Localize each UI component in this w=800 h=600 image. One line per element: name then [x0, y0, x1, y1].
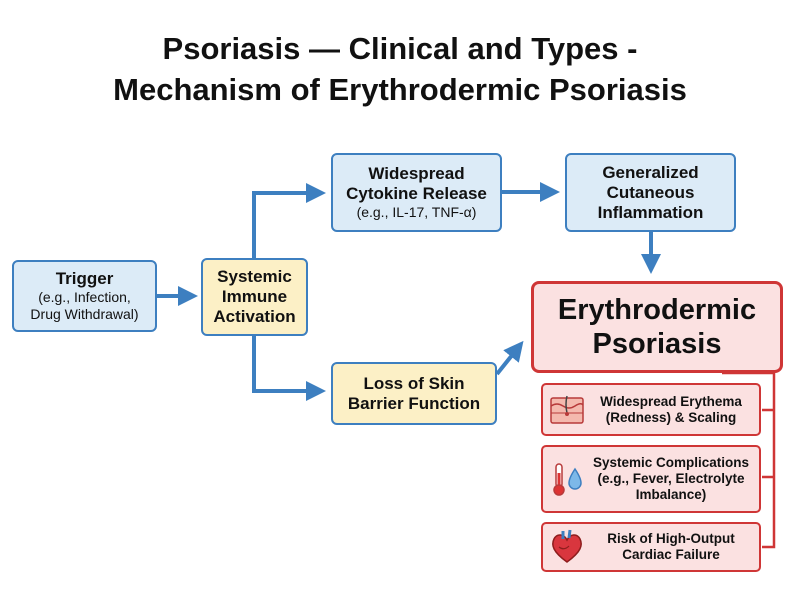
node-trigger-sub-1: (e.g., Infection, [38, 289, 131, 305]
node-skin-barrier: Loss of Skin Barrier Function [331, 362, 497, 425]
node-immune-activation: Systemic Immune Activation [201, 258, 308, 336]
node-immune-line-2: Immune [221, 287, 288, 306]
node-cytokine-sub: (e.g., IL-17, TNF-α) [356, 204, 477, 220]
effect-cardiac-failure: Risk of High-Output Cardiac Failure [541, 522, 761, 572]
node-trigger-label: Trigger [55, 269, 114, 288]
node-inflammation-line-2: Cutaneous [606, 182, 695, 202]
node-trigger-sub-2: Drug Withdrawal) [30, 306, 139, 322]
node-inflammation-line-1: Generalized [602, 162, 699, 182]
node-trigger: Trigger (e.g., Infection, Drug Withdrawa… [12, 260, 157, 332]
title-line-1: Psoriasis — Clinical and Types - [162, 31, 638, 66]
effect-1-line-1: Widespread Erythema [600, 393, 742, 409]
node-barrier-line-2: Barrier Function [347, 393, 481, 413]
arrow-immune-to-barrier [252, 336, 326, 401]
node-cytokine-release: Widespread Cytokine Release (e.g., IL-17… [331, 153, 502, 232]
node-immune-line-1: Systemic [217, 267, 292, 286]
effect-erythema-scaling: Widespread Erythema (Redness) & Scaling [541, 383, 761, 436]
node-cytokine-line-1: Widespread [368, 164, 465, 183]
node-inflammation-line-3: Inflammation [597, 202, 704, 222]
bracket-effects [722, 371, 776, 549]
skin-layers-icon [550, 395, 584, 424]
thermometer-droplet-icon [553, 463, 582, 496]
arrow-barrier-to-result [495, 340, 524, 376]
effect-3-line-2: Cardiac Failure [622, 547, 720, 562]
title-line-2: Mechanism of Erythrodermic Psoriasis [113, 72, 687, 107]
effect-2-line-3: Imbalance) [635, 487, 707, 502]
arrow-immune-to-cytokine [252, 183, 326, 258]
page-title: Psoriasis — Clinical and Types - Mechani… [0, 28, 800, 110]
effect-2-line-2: (e.g., Fever, Electrolyte [597, 471, 745, 486]
node-immune-line-3: Activation [213, 307, 296, 326]
effect-systemic-complications: Systemic Complications (e.g., Fever, Ele… [541, 445, 761, 513]
result-line-2: Psoriasis [592, 328, 722, 360]
effect-1-line-2: (Redness) & Scaling [605, 409, 737, 425]
node-erythrodermic-psoriasis: Erythrodermic Psoriasis [531, 281, 783, 373]
effect-2-line-1: Systemic Complications [592, 455, 750, 470]
heart-icon [552, 529, 582, 563]
result-line-1: Erythrodermic [557, 294, 757, 326]
effect-3-line-1: Risk of High-Output [607, 531, 735, 546]
node-cytokine-line-2: Cytokine Release [346, 184, 487, 203]
node-cutaneous-inflammation: Generalized Cutaneous Inflammation [565, 153, 736, 232]
node-barrier-line-1: Loss of Skin [363, 373, 465, 393]
